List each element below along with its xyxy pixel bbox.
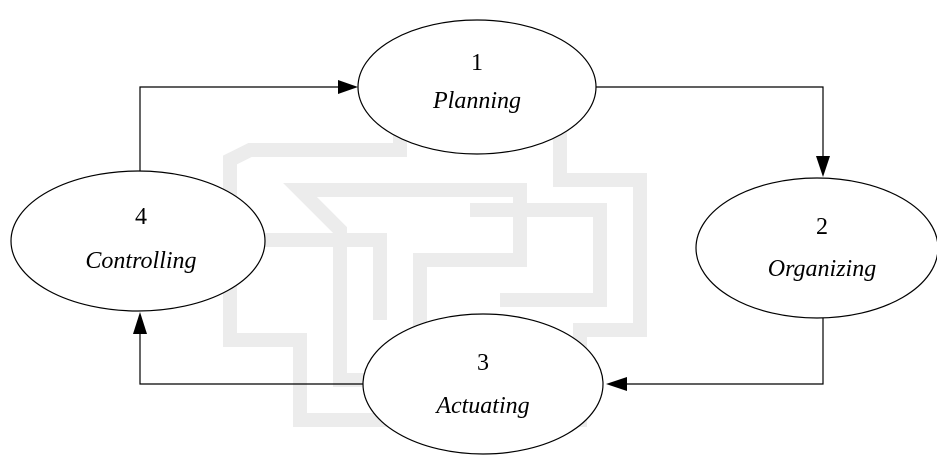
arrowhead-to-planning (338, 80, 358, 94)
node-controlling: 4 Controlling (10, 170, 266, 312)
node-controlling-number: 4 (135, 204, 147, 230)
node-actuating-number: 3 (477, 350, 489, 376)
node-organizing: 2 Organizing (695, 177, 937, 319)
edge-organizing-to-actuating (625, 318, 824, 385)
node-planning-number: 1 (471, 50, 483, 76)
node-controlling-ellipse (10, 170, 266, 312)
node-actuating-label: Actuating (434, 393, 529, 419)
edge-planning-to-organizing (596, 86, 824, 158)
node-planning-label: Planning (432, 88, 521, 114)
arrowhead-to-organizing (816, 156, 830, 177)
node-organizing-label: Organizing (768, 256, 876, 282)
arrowhead-to-actuating (606, 377, 627, 391)
node-actuating: 3 Actuating (362, 313, 604, 455)
edge-actuating-to-controlling (139, 332, 363, 385)
node-organizing-number: 2 (816, 214, 828, 240)
node-actuating-ellipse (362, 313, 604, 455)
node-controlling-label: Controlling (85, 248, 196, 274)
connectors (133, 80, 830, 391)
arrowhead-to-controlling (133, 312, 147, 334)
node-organizing-ellipse (695, 177, 937, 319)
node-planning-ellipse (357, 19, 597, 155)
node-planning: 1 Planning (357, 19, 597, 155)
edge-controlling-to-planning (139, 86, 340, 171)
